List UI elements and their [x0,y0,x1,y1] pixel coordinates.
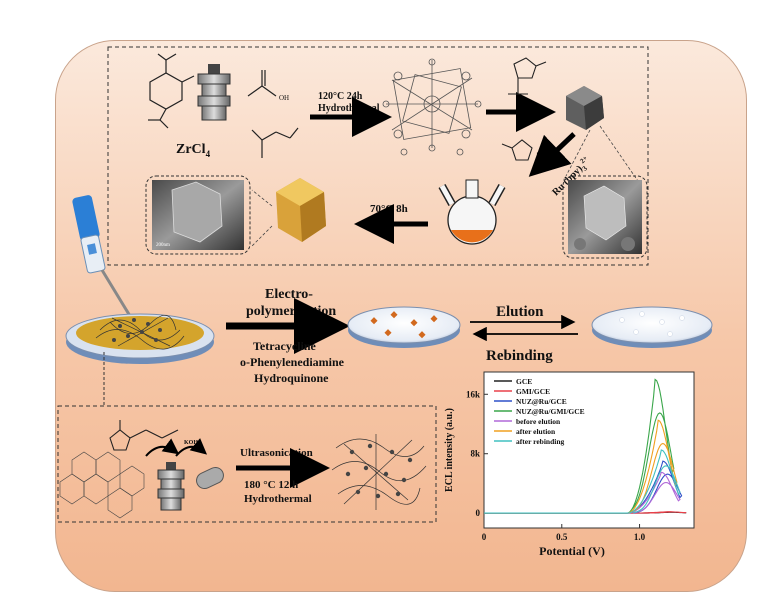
gmi-network [331,434,427,510]
electropolymerization-label-1: Electro- [265,287,313,302]
ecl-chart: 0 0.5 1.0 0 8k 16k GCEGMI/GCENUZ@Ru/GCENUZ@Ru… [444,371,695,558]
mip-electrode [347,306,461,348]
chart-legend-label: NUZ@Ru/GCE [516,397,567,406]
condition-1-temp: 120°C 24h [318,91,363,102]
condition-3-method: Hydrothermal [244,493,312,505]
monomer-hydroquinone: Hydroquinone [254,371,329,385]
chart-legend-label: NUZ@Ru/GMI/GCE [516,407,585,416]
eluted-electrode [591,306,713,348]
chart-ytick-label: 16k [466,389,480,399]
chart-legend-label: GMI/GCE [516,387,550,396]
chart-legend-label: after elution [516,427,556,436]
gmi-synthesis-box [57,405,437,523]
autoclave-icon-2 [157,462,185,511]
koh-label: KOH [184,440,198,446]
ligand-molecule [508,57,547,95]
dmf-molecule [251,127,299,158]
chart-legend-label: before elution [516,417,561,426]
chart-legend-label: after rebinding [516,437,565,446]
zrcl4-label: ZrCl4 [176,142,211,159]
chart-xtick-label: 0.5 [556,532,568,542]
sem-inset-frame-2 [145,175,251,255]
chart-plot-area [483,371,695,529]
monomer-opd: o-Phenylenediamine [240,355,345,369]
elution-label: Elution [496,304,544,320]
chart-xtick-label: 1.0 [634,532,646,542]
ru-arrow [528,132,576,177]
chart-ytick-label: 8k [470,449,480,459]
autoclave-icon [197,64,231,121]
imidazole-molecule [501,139,533,161]
sem-inset-frame-grey [562,175,648,259]
gold-nuz-ru-polyhedron [276,178,326,242]
chart-xlabel: Potential (V) [539,544,605,558]
electropolymerization-label-2: polymerization [246,304,336,319]
mof-framework-structure [382,58,482,156]
mof-synthesis-box [107,46,649,266]
carbon-rod [196,466,224,490]
condition-1-method: Hydrothermal [318,103,380,114]
condition-2: 70°C 8h [370,203,408,215]
chart-xtick-label: 0 [482,532,487,542]
chart-series-line [484,449,681,514]
ultrasonication-label: Ultrasonication [240,447,313,459]
chart-ylabel: ECL intensity (a.u.) [444,408,455,492]
oh-label: OH [279,94,289,102]
monomer-tetracycline: Tetracycline [253,339,317,353]
rebinding-label: Rebinding [486,348,553,364]
condition-3-temp: 180 °C 12 h [244,479,298,491]
chart-legend-label: GCE [516,377,532,386]
graphene-oxide-sheet [59,451,145,519]
chart-ytick-label: 0 [476,508,481,518]
gmi-nodes [345,443,413,499]
zif-polyhedron [566,86,604,130]
ionic-liquid-molecule [109,420,179,451]
acetic-acid-molecule [247,70,277,97]
linker-molecule [148,53,195,129]
modified-electrode [65,313,215,364]
round-bottom-flask [438,179,506,245]
sem-scale-label: 200nm [156,243,170,248]
pipette-icon [72,195,132,317]
